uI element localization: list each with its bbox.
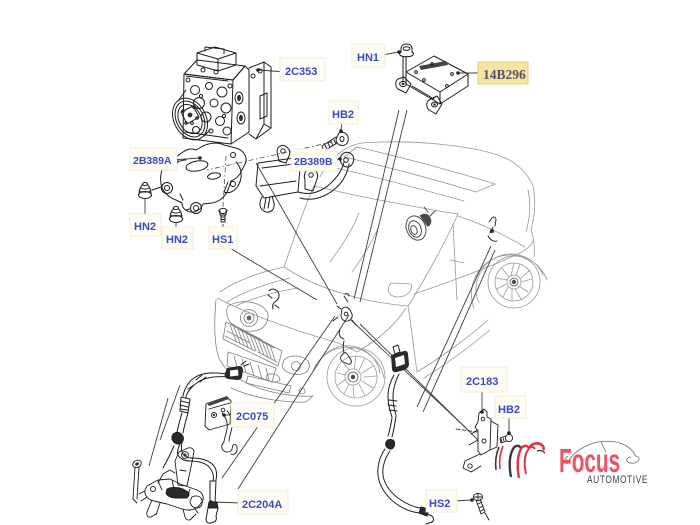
- svg-text:HN2: HN2: [166, 234, 188, 246]
- svg-text:AUTOMOTIVE: AUTOMOTIVE: [587, 474, 648, 486]
- svg-text:2C183: 2C183: [466, 376, 498, 388]
- svg-text:2B389A: 2B389A: [133, 155, 172, 167]
- svg-text:HN2: HN2: [134, 221, 156, 233]
- svg-text:HS1: HS1: [212, 234, 233, 246]
- svg-text:2B389B: 2B389B: [294, 156, 333, 168]
- svg-text:2C075: 2C075: [236, 411, 268, 423]
- svg-text:Focus: Focus: [559, 442, 620, 479]
- svg-text:HN1: HN1: [357, 52, 379, 64]
- svg-text:HB2: HB2: [332, 109, 354, 121]
- svg-text:HS2: HS2: [429, 498, 450, 510]
- svg-text:14B296: 14B296: [483, 67, 526, 82]
- svg-text:2C204A: 2C204A: [242, 499, 282, 511]
- svg-text:2C353: 2C353: [285, 66, 317, 78]
- svg-text:HB2: HB2: [498, 404, 520, 416]
